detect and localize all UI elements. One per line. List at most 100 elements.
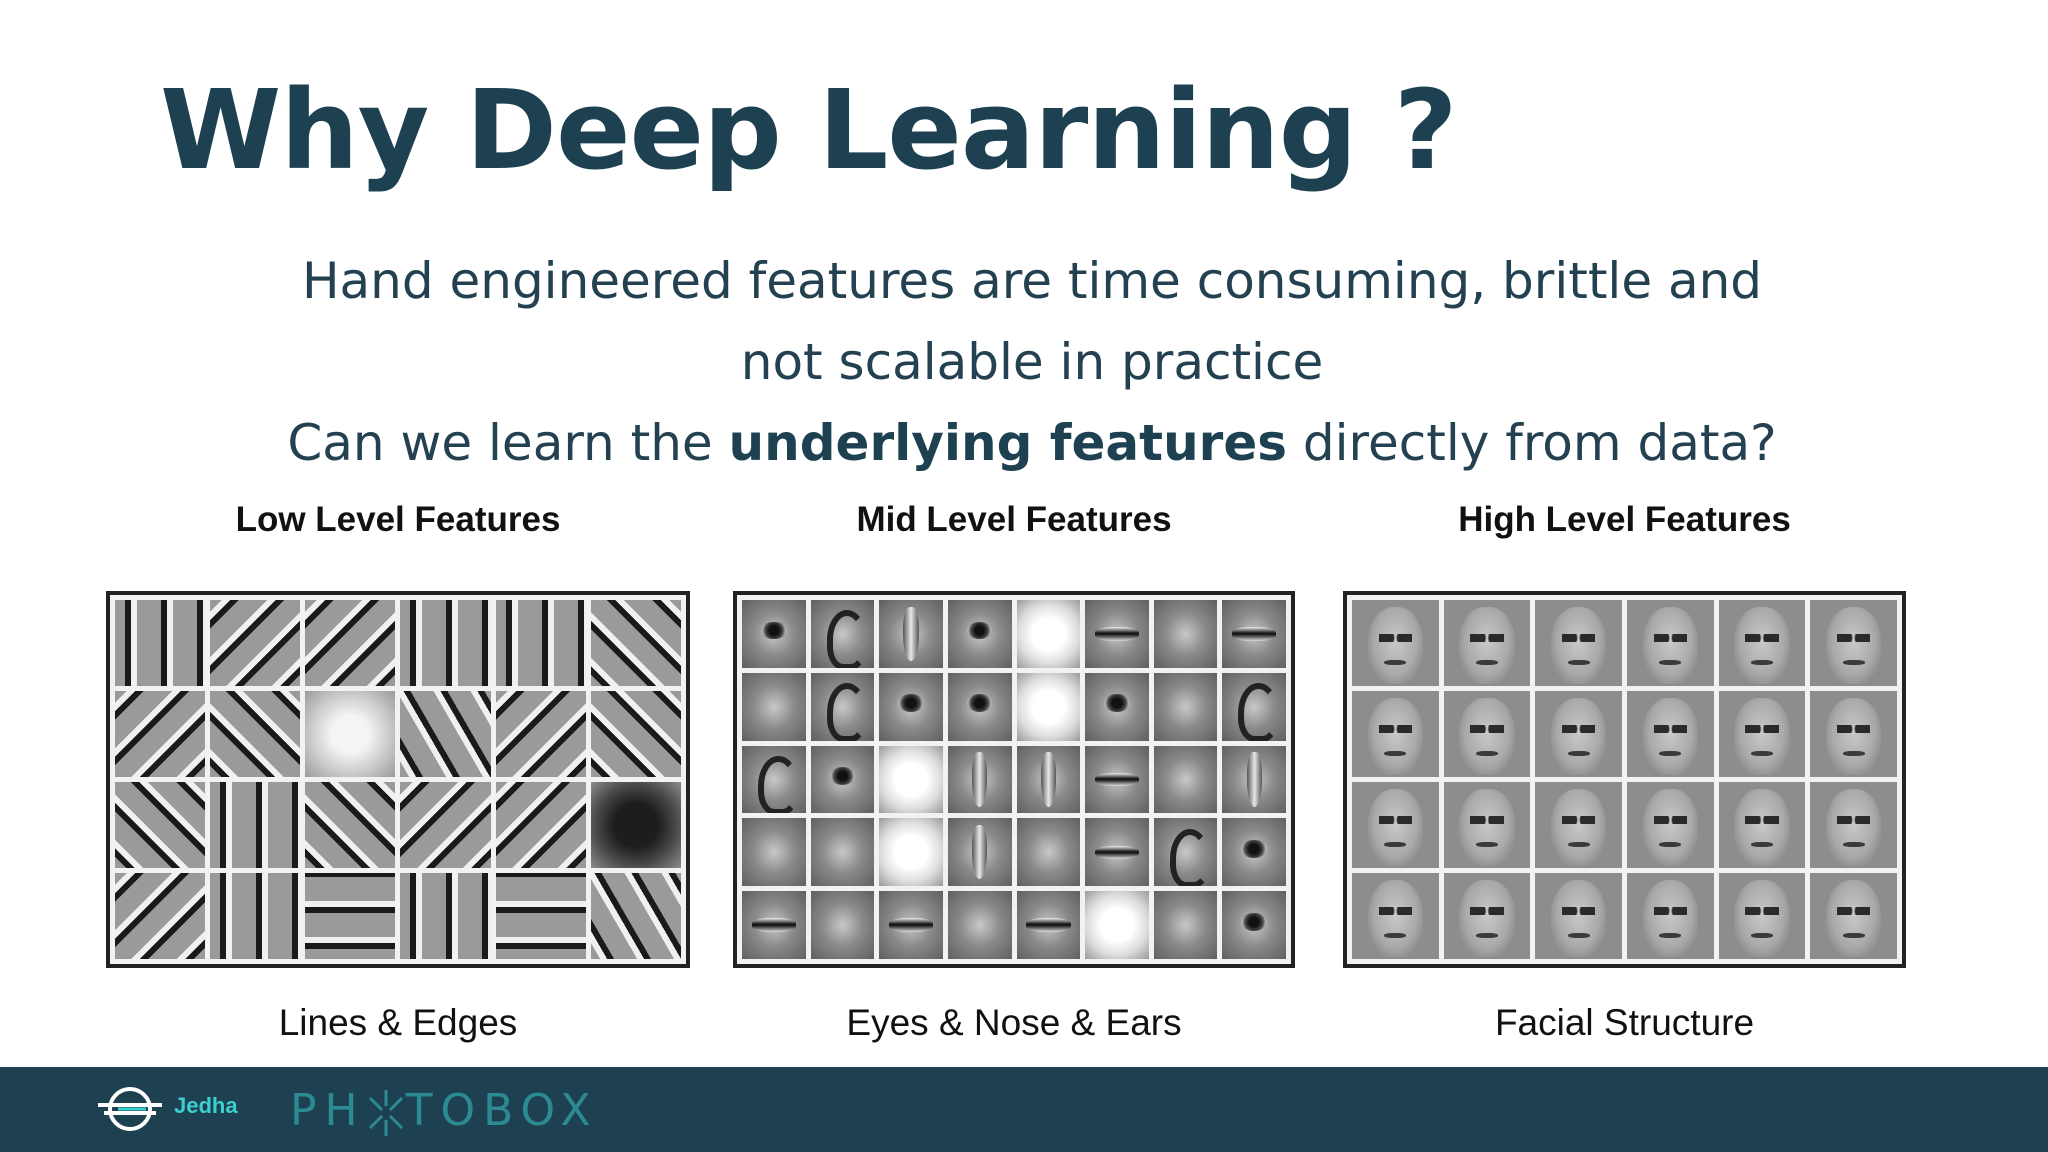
- jedha-logo-text: Jedha: [174, 1093, 238, 1118]
- filter-tile: [305, 782, 396, 868]
- feature-tile: [947, 672, 1012, 741]
- filter-tile: [400, 600, 491, 686]
- body-line-3-emphasis: underlying features: [728, 414, 1287, 472]
- filter-tile: [305, 691, 396, 777]
- feature-tile: [1016, 672, 1081, 741]
- filter-tile: [495, 600, 586, 686]
- face-tile: [1626, 873, 1714, 959]
- feature-tile: [879, 891, 943, 959]
- feature-tile: [1222, 745, 1286, 814]
- face-tile: [1443, 691, 1531, 777]
- feature-tile: [810, 672, 875, 741]
- filter-tile: [590, 600, 681, 686]
- face-tile: [1443, 782, 1531, 868]
- body-line-3-start: Can we learn the: [287, 414, 729, 472]
- feature-tile: [879, 600, 943, 668]
- face-tile: [1352, 873, 1439, 959]
- filter-tile: [400, 691, 491, 777]
- face-tile: [1810, 600, 1897, 686]
- face-tile: [1626, 782, 1714, 868]
- feature-tile: [1085, 891, 1149, 959]
- photobox-logo-text-b: TOBOX: [405, 1085, 599, 1136]
- face-tile: [1443, 600, 1531, 686]
- panel-caption: Facial Structure: [1494, 1002, 1755, 1043]
- feature-tile: [1016, 891, 1081, 959]
- jedha-logo-icon: [98, 1087, 162, 1131]
- filter-tile: [210, 691, 301, 777]
- feature-tile: [810, 600, 875, 668]
- body-line-2: not scalable in practice: [740, 333, 1324, 391]
- body-line-3: Can we learn the underlying features dir…: [200, 418, 1864, 468]
- feature-tile: [1016, 745, 1081, 814]
- filter-tile: [115, 873, 206, 959]
- feature-tile: [1153, 672, 1218, 741]
- mid-level-feature-grid: [733, 591, 1295, 968]
- face-tile: [1535, 873, 1622, 959]
- filter-tile: [210, 782, 301, 868]
- feature-tile: [947, 600, 1012, 668]
- feature-tile: [1153, 818, 1218, 887]
- filter-tile: [210, 873, 301, 959]
- feature-tile: [879, 672, 943, 741]
- panel-heading: Low Level Features: [235, 500, 561, 539]
- footer-bar: Jedha PH TOBOX: [0, 1067, 2048, 1152]
- filter-tile: [210, 600, 301, 686]
- feature-tile: [1222, 818, 1286, 887]
- filter-tile: [495, 691, 586, 777]
- face-tile: [1810, 873, 1897, 959]
- photobox-logo: PH TOBOX: [290, 1085, 599, 1138]
- face-tile: [1810, 691, 1897, 777]
- face-tile: [1718, 691, 1806, 777]
- panel-caption: Lines & Edges: [278, 1002, 518, 1043]
- filter-tile: [115, 691, 206, 777]
- panel-caption: Eyes & Nose & Ears: [846, 1002, 1182, 1043]
- feature-tile: [1222, 672, 1286, 741]
- face-tile: [1443, 873, 1531, 959]
- photobox-logo-text-a: PH: [290, 1085, 366, 1136]
- face-tile: [1718, 873, 1806, 959]
- panel-heading: Mid Level Features: [856, 500, 1172, 539]
- face-tile: [1535, 782, 1622, 868]
- feature-tile: [1153, 891, 1218, 959]
- feature-tile: [1016, 600, 1081, 668]
- feature-tile: [1153, 600, 1218, 668]
- feature-tile: [810, 745, 875, 814]
- feature-tile: [1153, 745, 1218, 814]
- photobox-star-icon: [368, 1090, 403, 1136]
- filter-tile: [115, 782, 206, 868]
- filter-tile: [400, 782, 491, 868]
- filter-tile: [115, 600, 206, 686]
- body-line-3-end: directly from data?: [1287, 414, 1777, 472]
- face-tile: [1810, 782, 1897, 868]
- filter-tile: [305, 600, 396, 686]
- face-tile: [1535, 691, 1622, 777]
- low-level-panel: Low Level Features Lines & Edges: [106, 500, 690, 1060]
- feature-tile: [1085, 745, 1149, 814]
- feature-tile: [1016, 818, 1081, 887]
- filter-tile: [495, 873, 586, 959]
- feature-tile: [1222, 600, 1286, 668]
- feature-tile: [1222, 891, 1286, 959]
- feature-tile: [742, 745, 806, 814]
- feature-tile: [1085, 600, 1149, 668]
- face-tile: [1626, 600, 1714, 686]
- feature-tile: [1085, 672, 1149, 741]
- feature-tile: [742, 600, 806, 668]
- filter-tile: [305, 873, 396, 959]
- panel-heading: High Level Features: [1458, 500, 1791, 539]
- feature-tile: [879, 745, 943, 814]
- filter-tile: [495, 782, 586, 868]
- filter-tile: [590, 873, 681, 959]
- feature-tile: [947, 891, 1012, 959]
- mid-level-panel: Mid Level Features: [733, 500, 1295, 1060]
- filter-tile: [590, 782, 681, 868]
- feature-tile: [742, 891, 806, 959]
- high-level-feature-grid: [1343, 591, 1906, 968]
- feature-tile: [947, 818, 1012, 887]
- body-line-1: Hand engineered features are time consum…: [301, 252, 1763, 310]
- low-level-feature-grid: [106, 591, 690, 968]
- face-tile: [1718, 600, 1806, 686]
- feature-tile: [947, 745, 1012, 814]
- high-level-panel: High Level Features Facial Structure: [1343, 500, 1906, 1060]
- feature-tile: [742, 672, 806, 741]
